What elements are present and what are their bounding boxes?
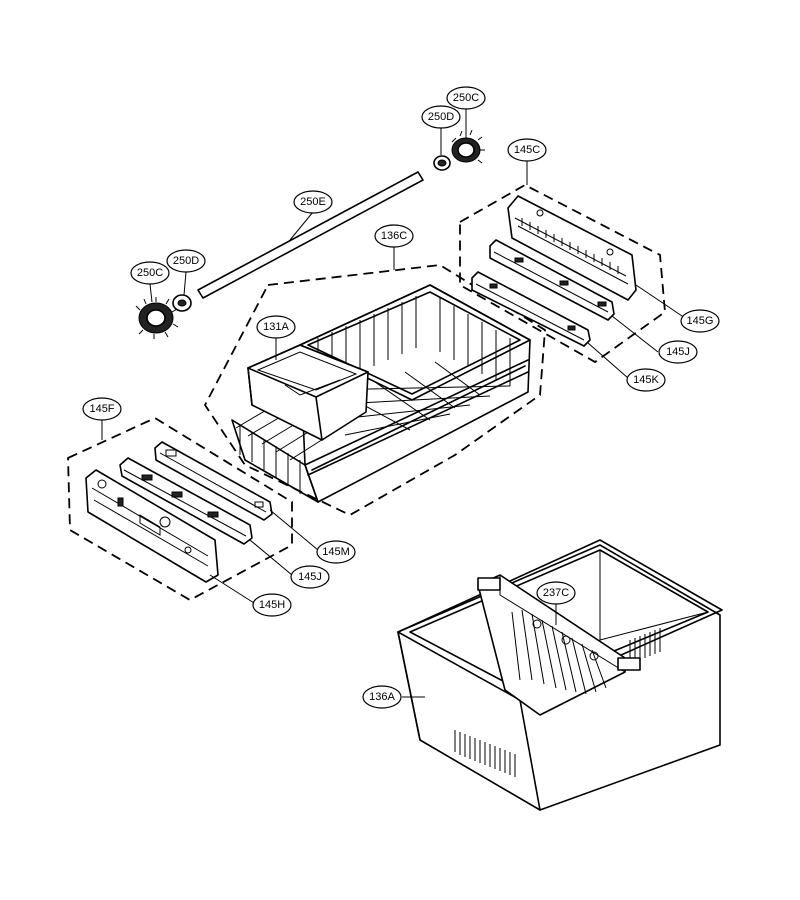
callout-145J-right-label: 145J [666, 346, 690, 358]
callout-145K-label: 145K [633, 374, 659, 386]
callout-250C-top: 250C [446, 86, 486, 110]
rail-145J-right [489, 239, 615, 321]
gear-250C-top [451, 129, 485, 164]
leader-250E [289, 211, 314, 241]
callout-136C-label: 136C [381, 230, 407, 242]
callout-250D-left-label: 250D [173, 255, 199, 267]
callout-250E: 250E [293, 190, 333, 214]
wire-basket-136C [231, 284, 531, 503]
callout-136C: 136C [374, 224, 414, 248]
callout-145C: 145C [507, 138, 547, 162]
callout-250D-left: 250D [166, 249, 206, 273]
callout-145M: 145M [316, 540, 356, 564]
callout-145H: 145H [252, 593, 292, 617]
callout-250E-label: 250E [300, 196, 326, 208]
callout-145G-label: 145G [687, 315, 714, 327]
callout-145G: 145G [680, 309, 720, 333]
leader-250C-left [149, 283, 153, 303]
callout-145J-right: 145J [658, 340, 698, 364]
callout-145M-label: 145M [322, 546, 350, 558]
shaft-250E [197, 171, 424, 299]
leader-145K [587, 342, 629, 379]
leader-145H [209, 574, 255, 604]
callout-145F-label: 145F [89, 403, 114, 415]
leader-145J-right [611, 315, 659, 353]
rail-145G [507, 195, 637, 301]
callout-145F: 145F [82, 397, 122, 421]
rail-145M [154, 441, 273, 521]
callout-250C-top-label: 250C [453, 92, 479, 104]
callout-136A: 136A [362, 685, 402, 709]
rail-145J-left [119, 457, 253, 545]
callout-250C-left: 250C [130, 261, 170, 285]
callout-131A: 131A [256, 315, 296, 339]
divider-237C [477, 574, 641, 716]
callout-250D-top-label: 250D [428, 111, 454, 123]
callout-131A-label: 131A [263, 321, 289, 333]
callout-145J-left: 145J [290, 565, 330, 589]
leader-250D-left [183, 271, 187, 296]
callout-145J-left-label: 145J [298, 571, 322, 583]
callout-145H-label: 145H [259, 599, 285, 611]
callout-250D-top: 250D [421, 105, 461, 129]
leader-145G [635, 284, 689, 321]
leader-145M [269, 509, 319, 551]
tray-131A [247, 344, 369, 441]
callout-237C-label: 237C [543, 587, 569, 599]
callout-136A-label: 136A [369, 691, 395, 703]
bushing-250D-top [433, 155, 451, 171]
gear-250C-left [135, 297, 179, 339]
callout-237C: 237C [536, 581, 576, 605]
callout-145K: 145K [626, 368, 666, 392]
callout-145C-label: 145C [514, 144, 540, 156]
bushing-250D-left [172, 294, 192, 312]
rail-145H [85, 469, 219, 583]
callout-250C-left-label: 250C [137, 267, 163, 279]
leader-145J-left [249, 539, 293, 576]
rail-145K [471, 271, 591, 347]
